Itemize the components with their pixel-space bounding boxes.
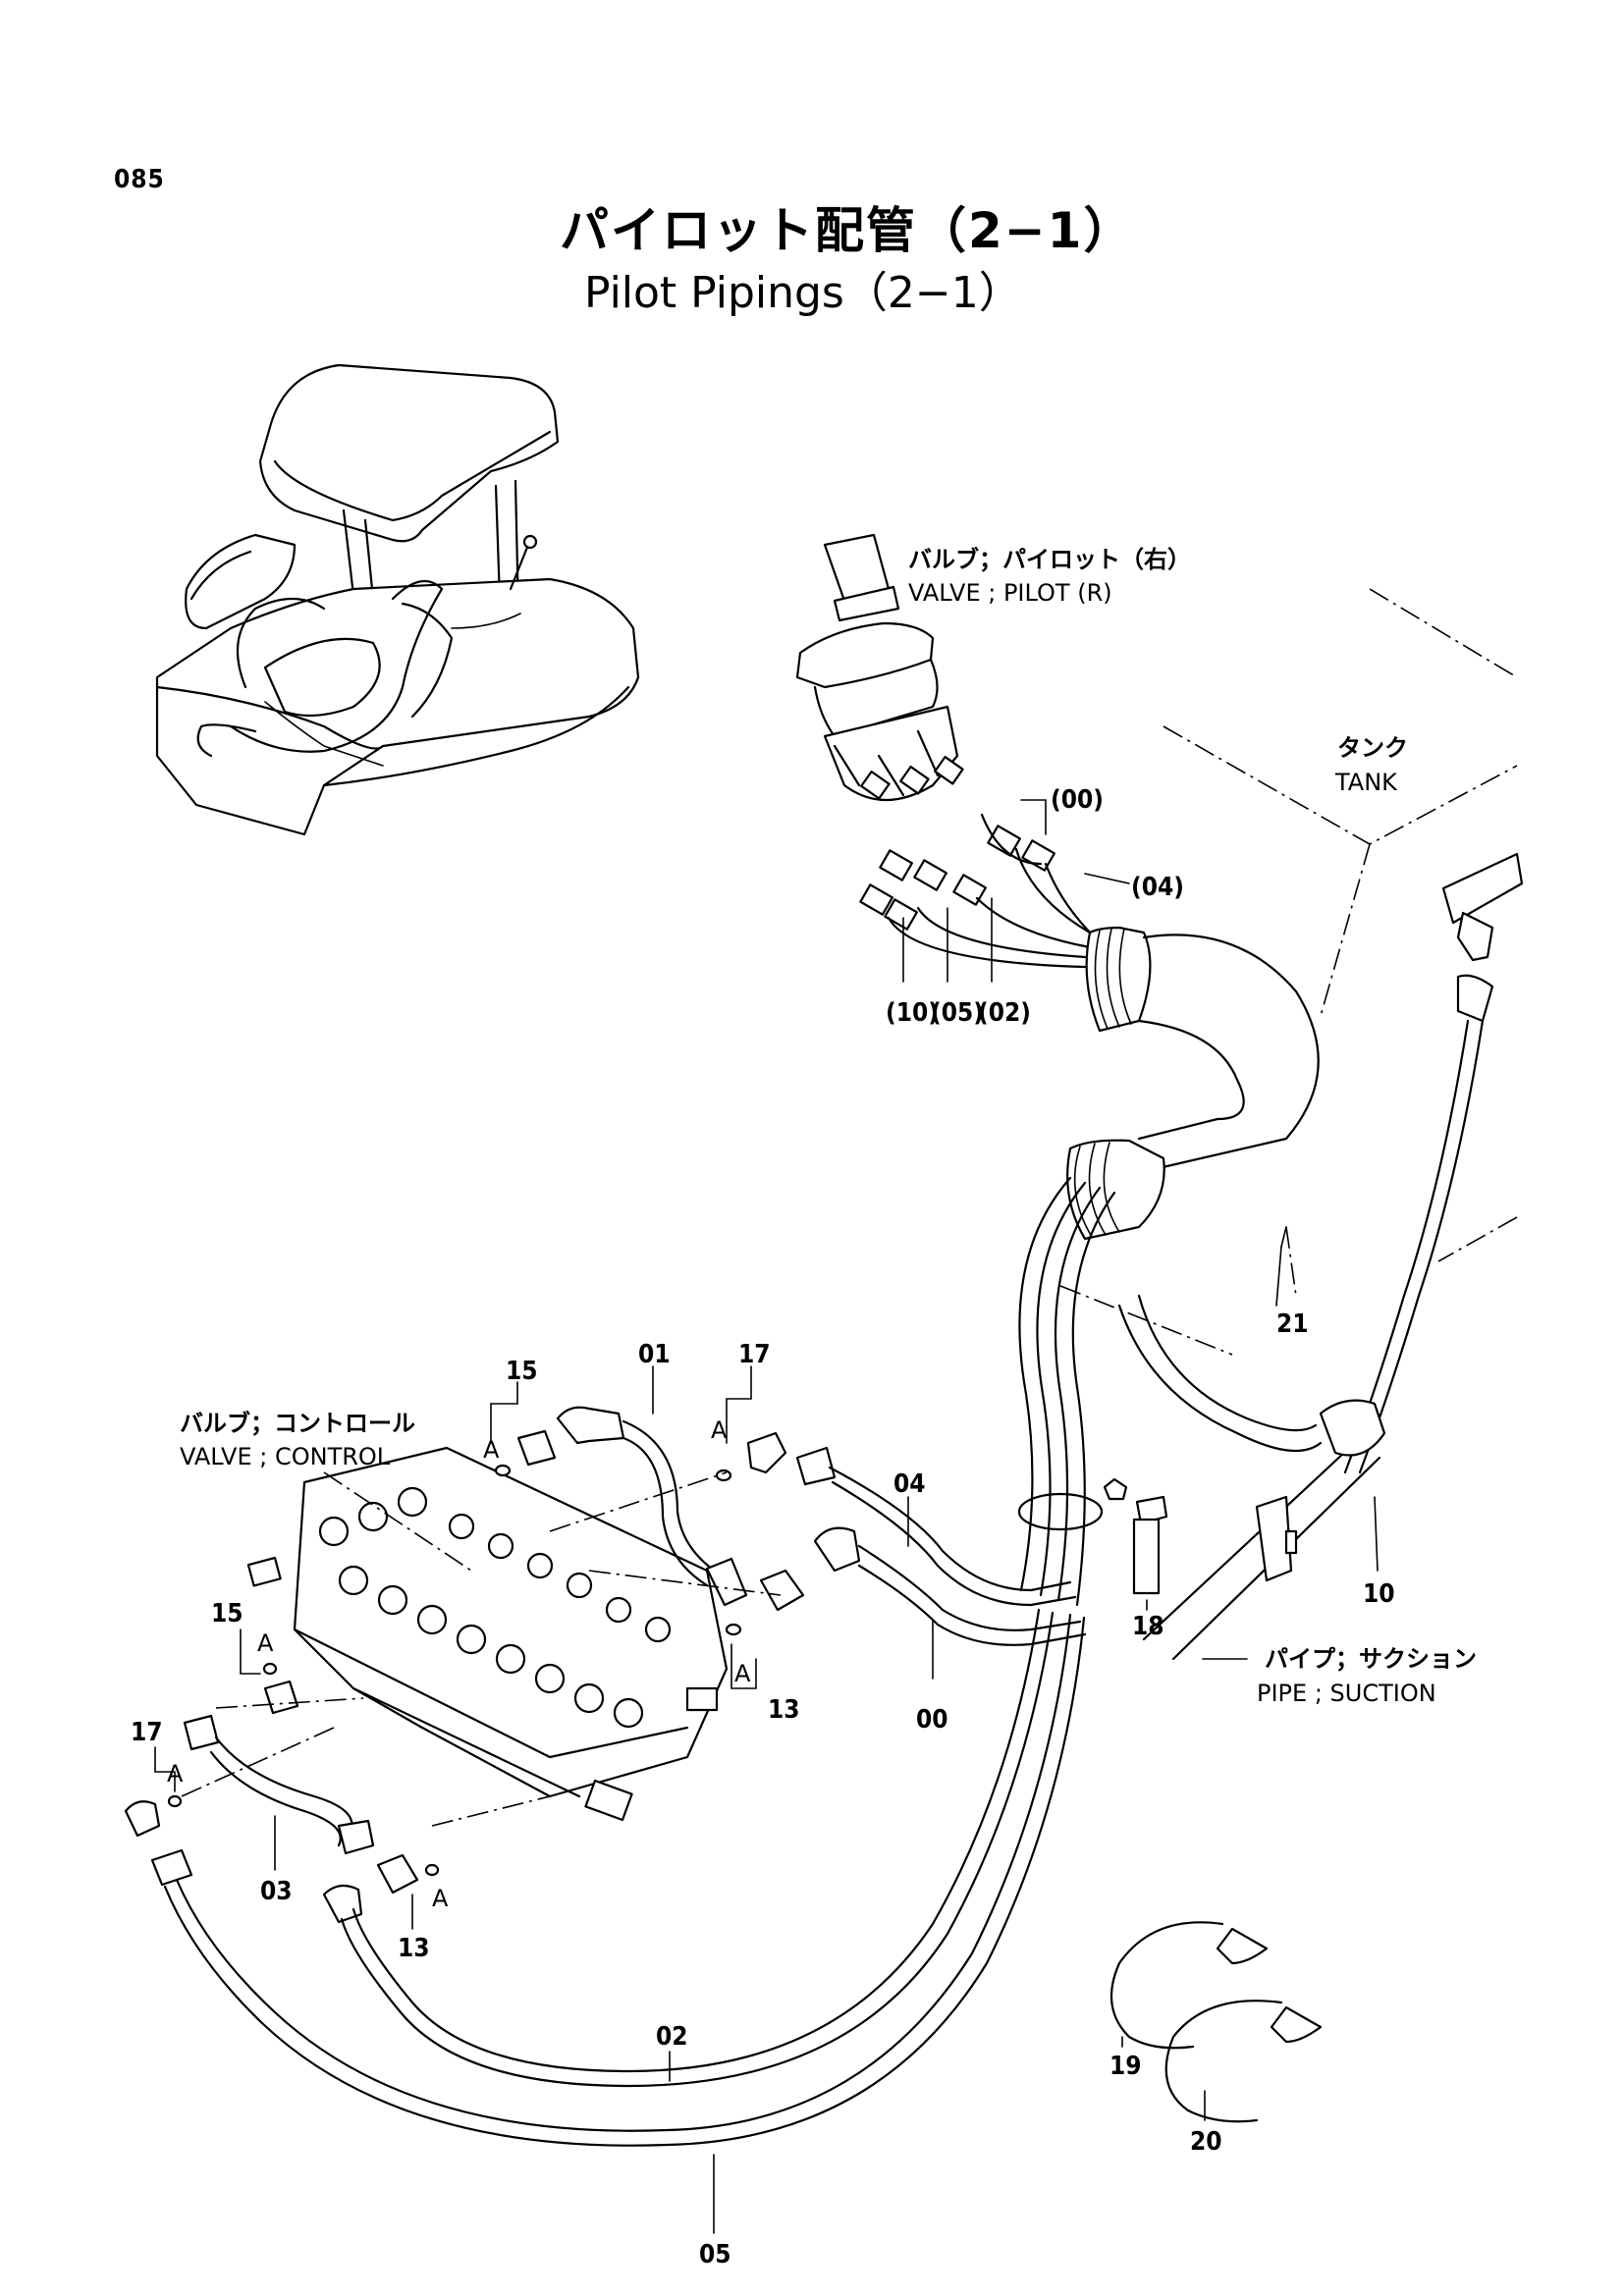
control-valve-illustration <box>246 1446 729 1822</box>
callout-19: 19 <box>1109 2052 1142 2081</box>
callout-17-left: 17 <box>131 1718 163 1747</box>
detail-mark-a-6: A <box>432 1885 449 1912</box>
callout-15-left: 15 <box>211 1599 243 1629</box>
callout-13-right: 13 <box>768 1695 800 1725</box>
suction-pipe-label-en: PIPE ; SUCTION <box>1257 1680 1436 1707</box>
tank-illustration <box>1059 588 1524 1474</box>
callout-02-paren: (02) <box>978 998 1031 1028</box>
callout-17-top: 17 <box>738 1340 771 1369</box>
page-number: 085 <box>114 165 165 194</box>
detail-mark-a-4: A <box>734 1660 751 1687</box>
callout-15-top: 15 <box>506 1357 538 1386</box>
pilot-valve-illustration <box>795 533 1320 1241</box>
callout-10: 10 <box>1363 1579 1395 1609</box>
pilot-hose-bundle <box>163 1176 1116 2147</box>
callout-04-top: (04) <box>1131 873 1184 902</box>
pilot-valve-label-en: VALVE ; PILOT (R) <box>908 579 1112 607</box>
callout-05-paren: (05) <box>931 998 984 1028</box>
leader-lines <box>154 799 1379 2234</box>
page-title-japanese: パイロット配管（2−1） <box>560 202 1135 259</box>
callout-00-top: (00) <box>1051 785 1104 815</box>
detail-mark-a-1: A <box>483 1436 500 1464</box>
suction-pipe-label-jp: パイプ；サクション <box>1265 1645 1477 1673</box>
callout-01: 01 <box>638 1340 671 1369</box>
callout-21: 21 <box>1276 1309 1309 1339</box>
callout-18: 18 <box>1132 1612 1164 1641</box>
pilot-valve-label-jp: バルブ；パイロット（右） <box>908 546 1191 573</box>
control-valve-label-jp: バルブ；コントロール <box>180 1410 415 1437</box>
control-valve-label-en: VALVE ; CONTROL <box>180 1443 391 1470</box>
detail-mark-a-2: A <box>711 1416 728 1444</box>
band-ties-illustration <box>1109 1921 1323 2123</box>
callout-00: 00 <box>916 1705 948 1735</box>
callout-13-bottom: 13 <box>398 1934 430 1963</box>
tank-label-en: TANK <box>1334 769 1398 796</box>
callout-20: 20 <box>1190 2127 1222 2157</box>
callout-03: 03 <box>260 1877 293 1906</box>
pilot-valve-fittings <box>859 755 1055 931</box>
control-valve-spools <box>318 1486 672 1729</box>
callout-04: 04 <box>893 1469 926 1499</box>
page-title-english: Pilot Pipings（2−1） <box>584 268 1022 318</box>
tank-label-jp: タンク <box>1337 734 1408 762</box>
hose-fittings <box>124 1406 1087 1924</box>
machine-overview-illustration <box>155 363 640 836</box>
callout-02: 02 <box>656 2022 688 2052</box>
callout-10-paren: (10) <box>886 998 939 1028</box>
callout-05: 05 <box>699 2240 731 2269</box>
suction-pipe-illustration <box>1103 1294 1386 1661</box>
detail-mark-a-5: A <box>167 1760 184 1788</box>
detail-mark-a-3: A <box>257 1629 274 1657</box>
